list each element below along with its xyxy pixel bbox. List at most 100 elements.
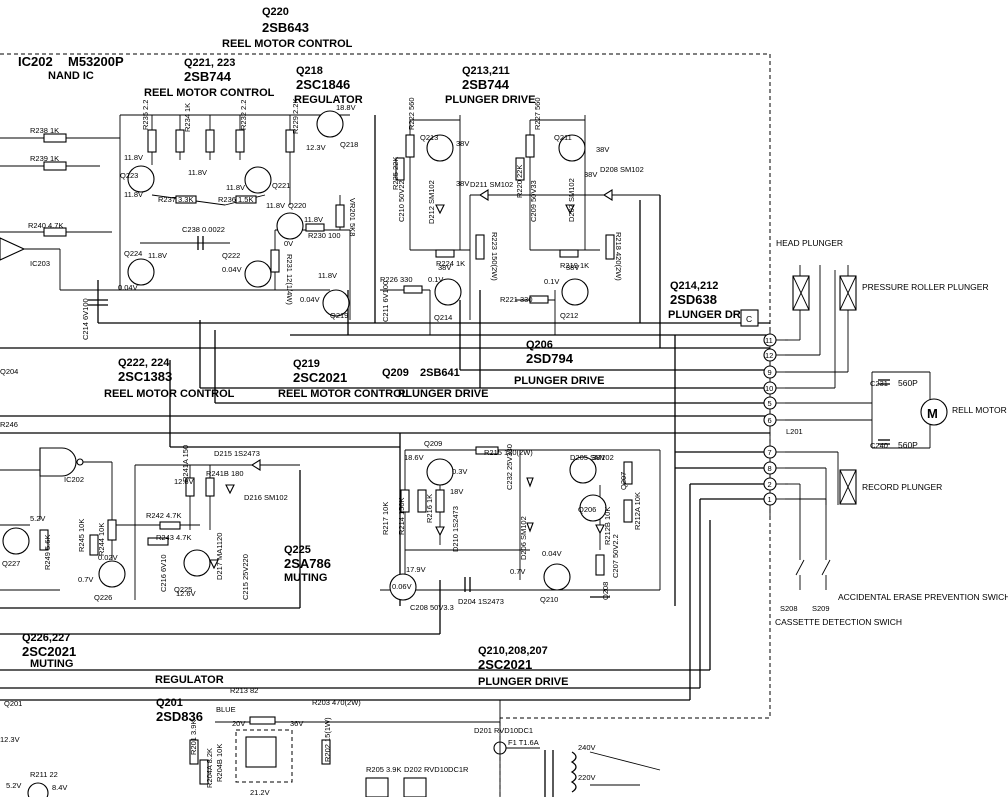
voltage-label: 38V bbox=[456, 179, 469, 188]
voltage-label: 0.04V bbox=[118, 283, 138, 292]
part-label: C215 25V220 bbox=[241, 554, 250, 600]
q214-212-ref: Q214,212 bbox=[670, 280, 718, 292]
q209-part: 2SB641 bbox=[420, 367, 460, 379]
transistor-q212 bbox=[561, 278, 589, 306]
resistor-r233 bbox=[205, 129, 215, 153]
resistor-r215 bbox=[475, 446, 499, 455]
part-label: C232 25V330 bbox=[505, 444, 514, 490]
accidental-erase-label: ACCIDENTAL ERASE PREVENTION SWICH bbox=[838, 592, 1008, 602]
diode-d206 bbox=[526, 477, 534, 488]
voltage-label: 11.8V bbox=[266, 201, 285, 210]
q219-part: 2SC2021 bbox=[293, 370, 347, 385]
resistor-r236 bbox=[235, 195, 257, 204]
part-label: Q204 bbox=[0, 367, 18, 376]
head-plunger-label: HEAD PLUNGER bbox=[776, 238, 843, 248]
connector-pin-label: 12 bbox=[765, 351, 773, 360]
title-q221-223: Q221, 223 2SB744 REEL MOTOR CONTROL bbox=[144, 57, 275, 99]
c-box bbox=[740, 309, 759, 327]
voltage-label: 0.1V bbox=[428, 275, 443, 284]
resistor-r225 bbox=[395, 157, 405, 181]
c240-value: 560P bbox=[898, 440, 918, 450]
voltage-label: 5.2V bbox=[6, 781, 21, 790]
resistor-r231 bbox=[270, 249, 280, 273]
part-label: Q226 bbox=[94, 593, 112, 602]
q222-224-part: 2SC1383 bbox=[118, 369, 172, 384]
connector-pin-label: 8 bbox=[768, 464, 772, 473]
c231-value: 560P bbox=[898, 378, 918, 388]
resistor-r241b bbox=[205, 477, 215, 497]
part-label: R224 1K bbox=[436, 259, 465, 268]
part-label: R231 12(1/4W) bbox=[285, 254, 294, 305]
part-label: Q223 bbox=[120, 171, 138, 180]
q219-role: REEL MOTOR CONTROL bbox=[278, 388, 409, 400]
title-q225: Q225 2SA786 MUTING bbox=[284, 544, 331, 584]
resistor-r201 bbox=[321, 739, 331, 765]
part-label: R241B 180 bbox=[206, 469, 244, 478]
resistor-r218 bbox=[605, 234, 615, 260]
part-label: Q201 bbox=[4, 699, 22, 708]
resistor-r241a bbox=[185, 477, 195, 497]
resistor-r234 bbox=[175, 129, 185, 153]
voltage-label: 21.2V bbox=[250, 788, 270, 797]
transistor-q226 bbox=[98, 560, 126, 588]
part-label: Q210 bbox=[540, 595, 558, 604]
voltage-label: 0.1V bbox=[544, 277, 559, 286]
plunger-drive-lower bbox=[380, 446, 661, 601]
cassette-detection-label: CASSETTE DETECTION SWICH bbox=[775, 617, 902, 627]
q219-ref: Q219 bbox=[293, 358, 320, 370]
voltage-label: 12.3V bbox=[306, 143, 326, 152]
rell-motor-label: RELL MOTOR bbox=[952, 405, 1007, 415]
title-q220: Q220 2SB643 REEL MOTOR CONTROL bbox=[222, 6, 353, 50]
resistor-r217 bbox=[400, 489, 410, 513]
part-label: IC202 bbox=[64, 475, 84, 484]
title-q209: Q209 2SB641 PLUNGER DRIVE bbox=[382, 367, 488, 400]
part-label: C214 6V100 bbox=[81, 298, 90, 340]
pressure-roller-label: PRESSURE ROLLER PLUNGER bbox=[862, 282, 989, 292]
q210-208-207-ref: Q210,208,207 bbox=[478, 645, 548, 657]
part-label: D205 SM102 bbox=[570, 453, 614, 462]
voltage-label: 38V bbox=[592, 453, 605, 462]
resistor-r221 bbox=[529, 295, 549, 304]
transistor-q214 bbox=[434, 278, 462, 306]
part-label: Q214 bbox=[434, 313, 452, 322]
resistor-r237 bbox=[175, 195, 197, 204]
title-ic202: IC202 M53200P NAND IC bbox=[18, 54, 124, 82]
voltage-label: 11.8V bbox=[226, 183, 245, 192]
part-label: R249 5.6K bbox=[43, 535, 52, 570]
part-label: D201 RVD10DC1 bbox=[474, 726, 533, 735]
q226-227-part: 2SC2021 bbox=[22, 644, 76, 659]
part-label: R201 3.9K bbox=[189, 720, 198, 755]
voltage-labels: 11.8V11.8V11.8V18.8V12.3V11.8V11.8V0V11.… bbox=[0, 103, 609, 797]
q226-227-ref: Q226,227 bbox=[22, 632, 70, 644]
part-label: R216 1K bbox=[425, 494, 434, 523]
part-label: R229 2.2K bbox=[291, 99, 300, 134]
q201-darlington bbox=[245, 736, 277, 768]
diode-d215 bbox=[250, 459, 261, 471]
transistor-q208 bbox=[543, 563, 571, 591]
q210-208-207-part: 2SC2021 bbox=[478, 657, 532, 672]
transistor-q222 bbox=[244, 260, 272, 288]
part-label: Q221 bbox=[272, 181, 290, 190]
q213-211-ref: Q213,211 bbox=[462, 65, 510, 77]
resistor-r230 bbox=[305, 223, 325, 232]
voltage-label: 38V bbox=[596, 145, 609, 154]
rell-motor bbox=[920, 398, 948, 426]
part-label: C216 6V10 bbox=[159, 554, 168, 592]
q201-ref: Q201 bbox=[156, 697, 183, 709]
title-q213-211: Q213,211 2SB744 PLUNGER DRIVE bbox=[445, 65, 535, 106]
reel-motor-block bbox=[0, 110, 351, 320]
part-label: Q213 bbox=[420, 133, 438, 142]
connector-pin-label: 7 bbox=[768, 448, 772, 457]
part-label: Q209 bbox=[424, 439, 442, 448]
voltage-label: 38V bbox=[566, 263, 579, 272]
resistor-r229 bbox=[285, 129, 295, 153]
part-label: C238 0.0022 bbox=[182, 225, 225, 234]
part-label: D215 1S2473 bbox=[214, 449, 260, 458]
q225-role: MUTING bbox=[284, 572, 327, 584]
resistor-r212b bbox=[623, 499, 633, 523]
title-q219: Q219 2SC2021 REEL MOTOR CONTROL bbox=[278, 358, 409, 400]
part-label: Q207 bbox=[619, 472, 628, 490]
motor-symbol: M bbox=[927, 406, 938, 421]
